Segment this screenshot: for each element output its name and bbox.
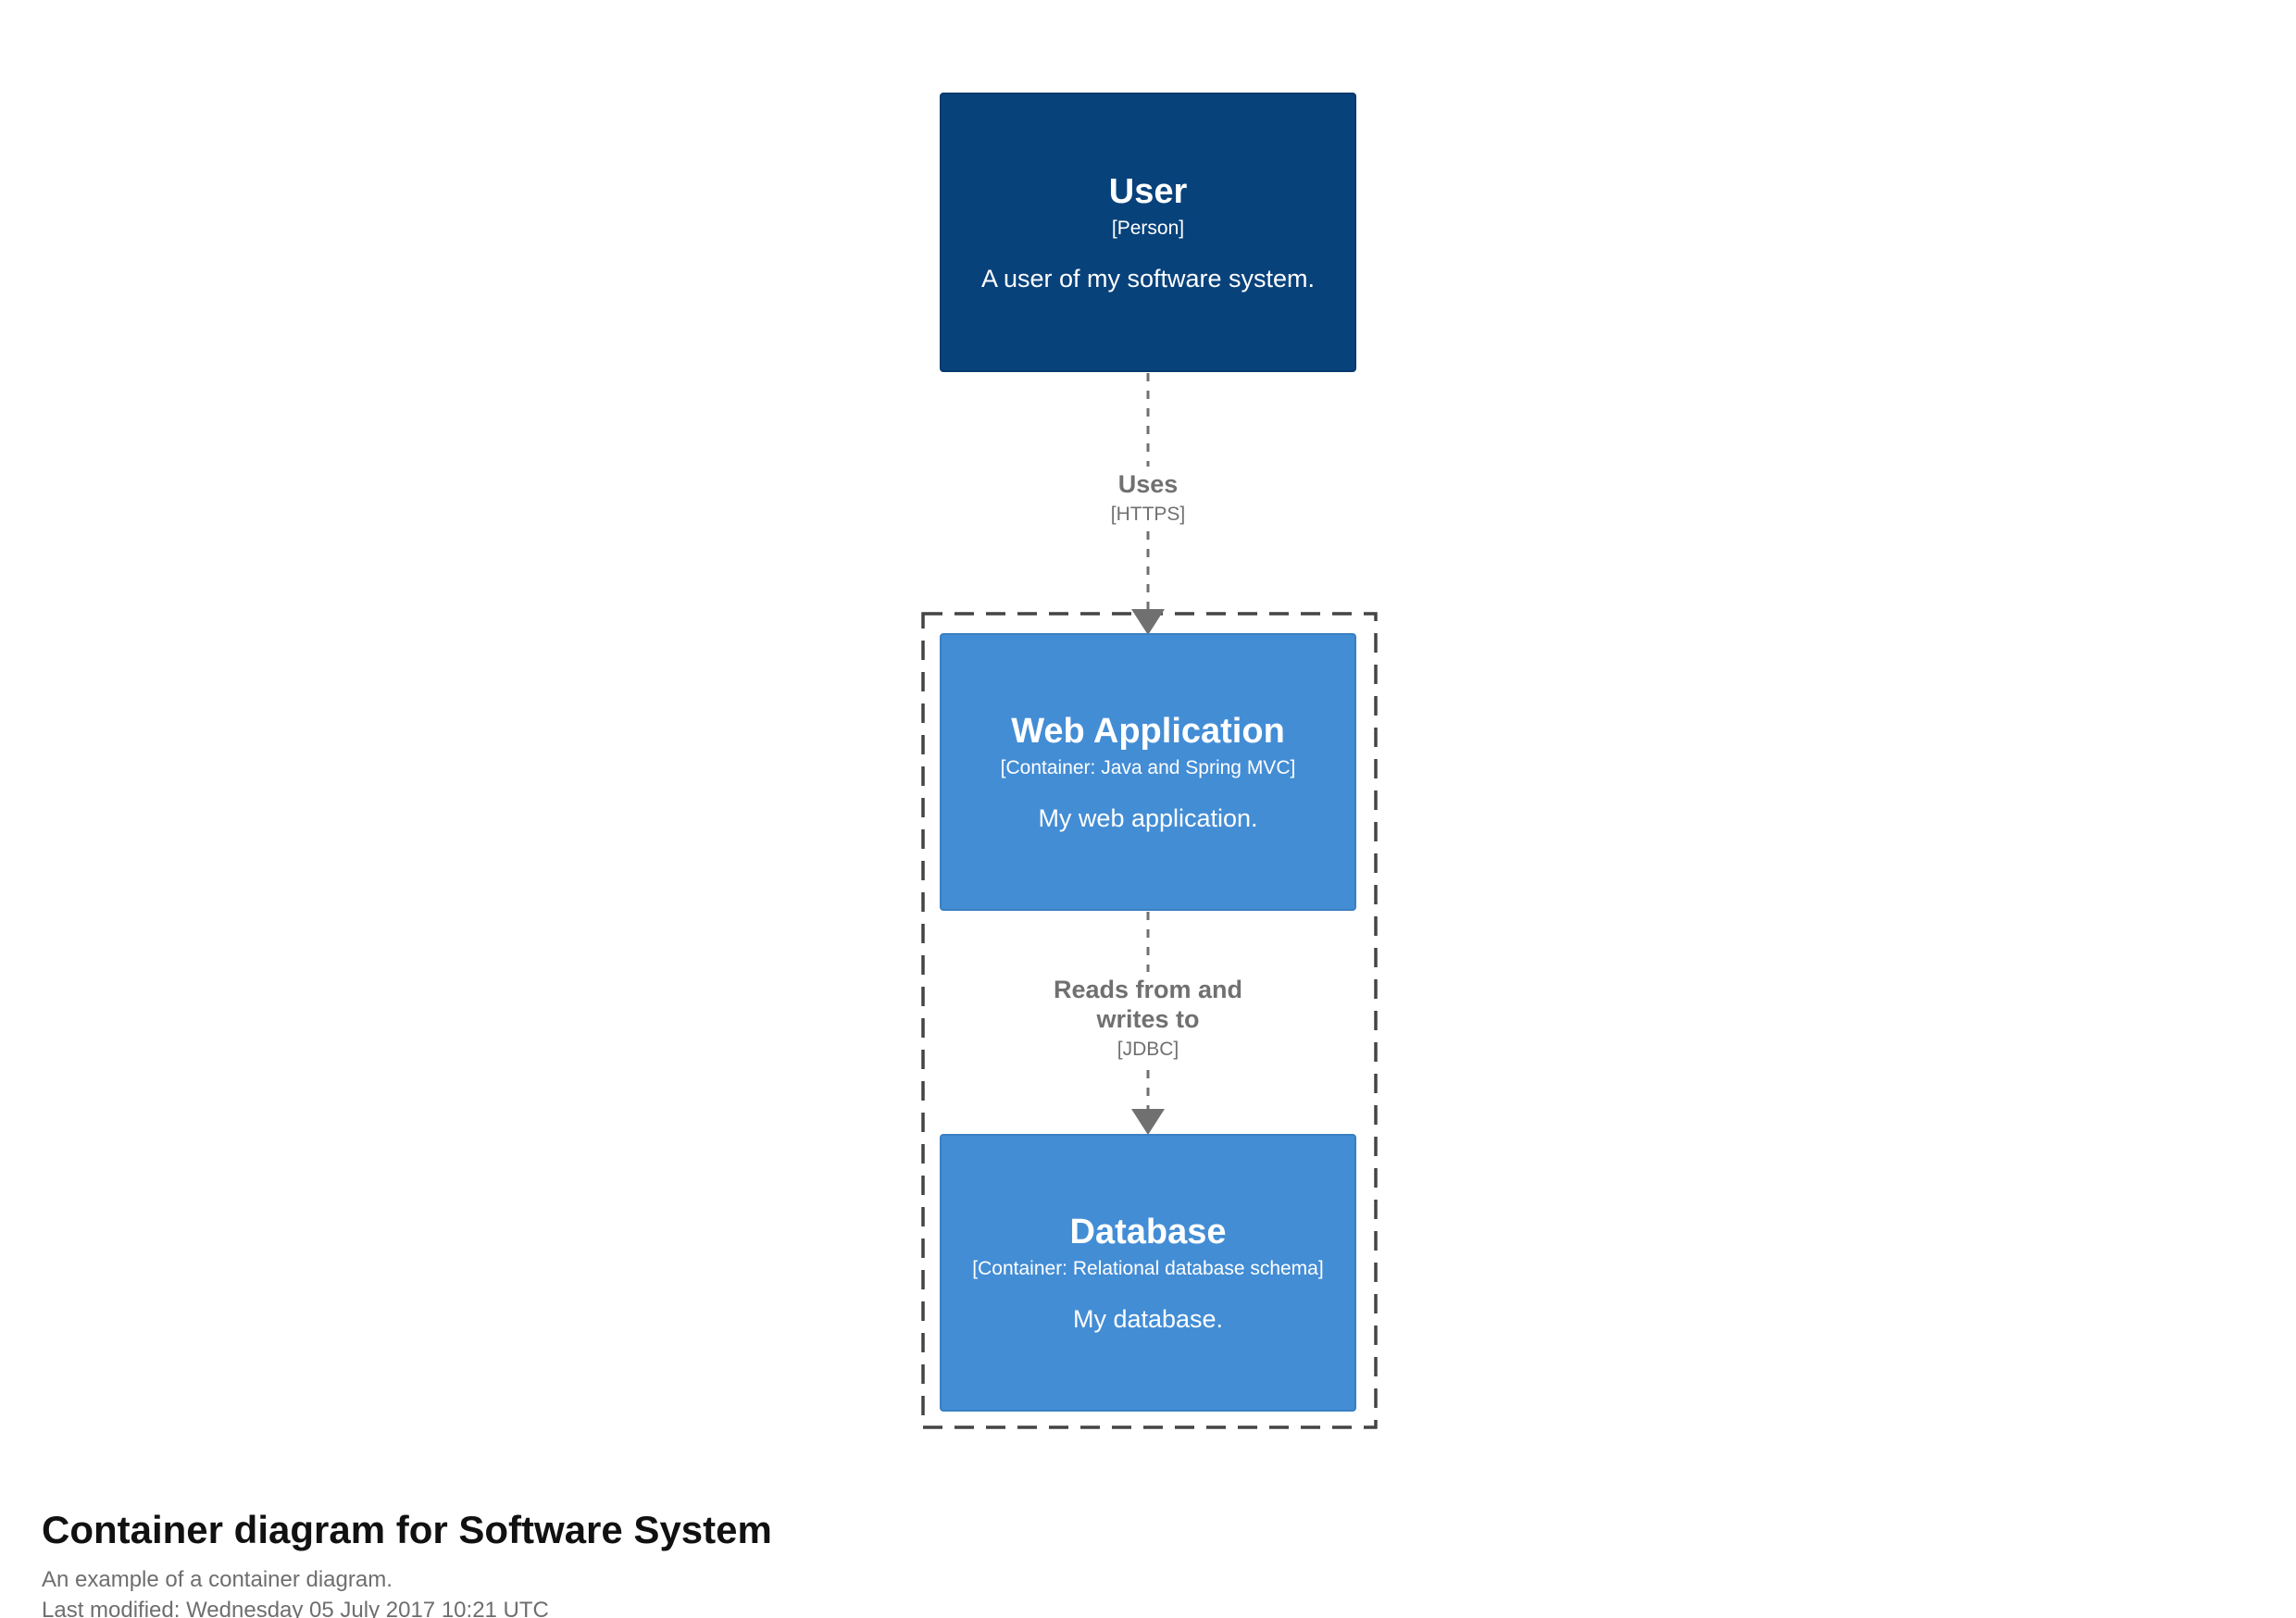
node-name: User [1108, 171, 1188, 211]
diagram-subtitle: An example of a container diagram. [42, 1567, 393, 1593]
node-meta: [Container: Relational database schema] [972, 1258, 1324, 1280]
diagram-footer: Container diagram for Software System An… [42, 1507, 772, 1618]
node-name: Web Application [1011, 711, 1285, 751]
relationship-label-reads-writes: Reads from and writes to [JDBC] [1013, 972, 1283, 1064]
relationship-label-uses: Uses [HTTPS] [1099, 467, 1197, 529]
node-name: Database [1069, 1212, 1227, 1251]
last-modified-text: Last modified: Wednesday 05 July 2017 10… [42, 1597, 549, 1618]
container-node-web-application: Web Application [Container: Java and Spr… [940, 633, 1356, 911]
node-description: My database. [1072, 1305, 1224, 1334]
person-node-user: User [Person] A user of my software syst… [940, 93, 1356, 372]
rel-webapp-db-arrowhead [1131, 1109, 1165, 1135]
relationship-name: Reads from and writes to [1053, 976, 1243, 1033]
node-meta: [Person] [1111, 218, 1185, 240]
node-description: My web application. [1038, 804, 1258, 833]
rel-user-webapp-arrowhead [1131, 609, 1165, 635]
container-node-database: Database [Container: Relational database… [940, 1134, 1356, 1412]
node-meta: [Container: Java and Spring MVC] [1000, 757, 1296, 779]
relationship-meta: [HTTPS] [1110, 503, 1186, 525]
node-description: A user of my software system. [980, 265, 1316, 293]
relationship-meta: [JDBC] [1117, 1038, 1179, 1060]
diagram-title: Container diagram for Software System [42, 1508, 772, 1551]
relationship-name: Uses [1117, 470, 1179, 498]
